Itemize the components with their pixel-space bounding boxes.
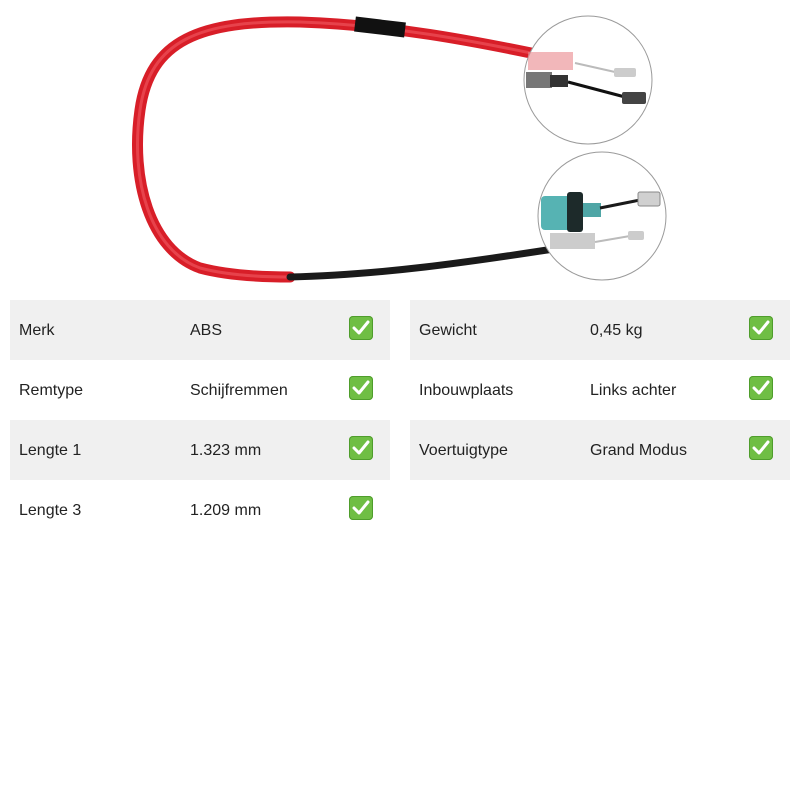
spec-row: Remtype Schijfremmen xyxy=(10,360,390,420)
check-icon xyxy=(749,316,773,340)
spec-label: Voertuigtype xyxy=(419,442,508,459)
spec-table-right: Gewicht 0,45 kg Inbouwplaats Links achte… xyxy=(410,300,790,480)
spec-table-left: Merk ABS Remtype Schijfremmen Lengte 1 1… xyxy=(10,300,390,540)
spec-label: Gewicht xyxy=(419,322,477,339)
spec-row: Lengte 3 1.209 mm xyxy=(10,480,390,540)
spec-row: Inbouwplaats Links achter xyxy=(410,360,790,420)
spec-row: Merk ABS xyxy=(10,300,390,360)
spec-value: 1.323 mm xyxy=(190,442,262,459)
check-icon xyxy=(349,496,373,520)
spec-label: Lengte 1 xyxy=(19,442,82,459)
spec-label: Merk xyxy=(19,322,55,339)
check-icon xyxy=(749,376,773,400)
spec-label: Inbouwplaats xyxy=(419,382,514,399)
check-icon xyxy=(349,376,373,400)
spec-value: Schijfremmen xyxy=(190,382,288,399)
spec-value: ABS xyxy=(190,322,223,339)
check-icon xyxy=(349,436,373,460)
spec-row: Lengte 1 1.323 mm xyxy=(10,420,390,480)
spec-label: Remtype xyxy=(19,382,84,399)
product-image xyxy=(0,0,800,290)
spec-value: Grand Modus xyxy=(590,442,687,459)
check-icon xyxy=(349,316,373,340)
spec-row: Voertuigtype Grand Modus xyxy=(410,420,790,480)
spec-row: Gewicht 0,45 kg xyxy=(410,300,790,360)
spec-value: Links achter xyxy=(590,382,677,399)
brake-cable-image xyxy=(132,15,667,283)
spec-label: Lengte 3 xyxy=(19,502,82,519)
spec-value: 0,45 kg xyxy=(590,322,643,339)
check-icon xyxy=(749,436,773,460)
spec-value: 1.209 mm xyxy=(190,502,262,519)
